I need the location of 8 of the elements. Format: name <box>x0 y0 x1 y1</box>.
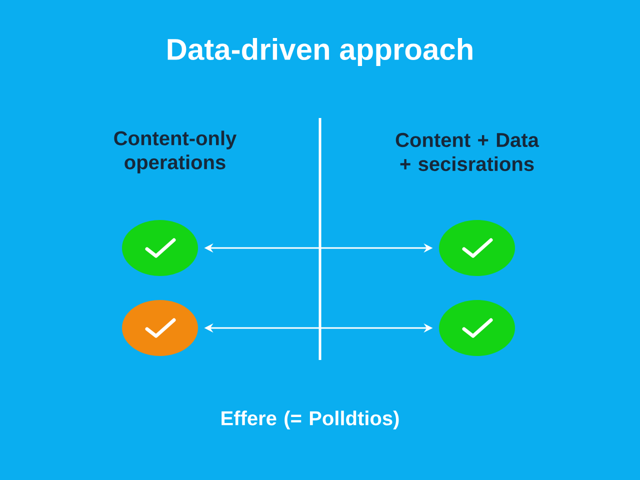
check-circle <box>439 300 515 356</box>
check-circle <box>122 300 198 356</box>
check-circle <box>439 220 515 276</box>
column-heading: Content + Data + secisrations <box>396 132 540 172</box>
caption-text: Effere (= Polldtios) <box>222 410 399 430</box>
column-heading: Content-only operations <box>114 130 237 174</box>
check-circle <box>122 220 198 276</box>
title: Data-driven approach <box>168 38 472 66</box>
